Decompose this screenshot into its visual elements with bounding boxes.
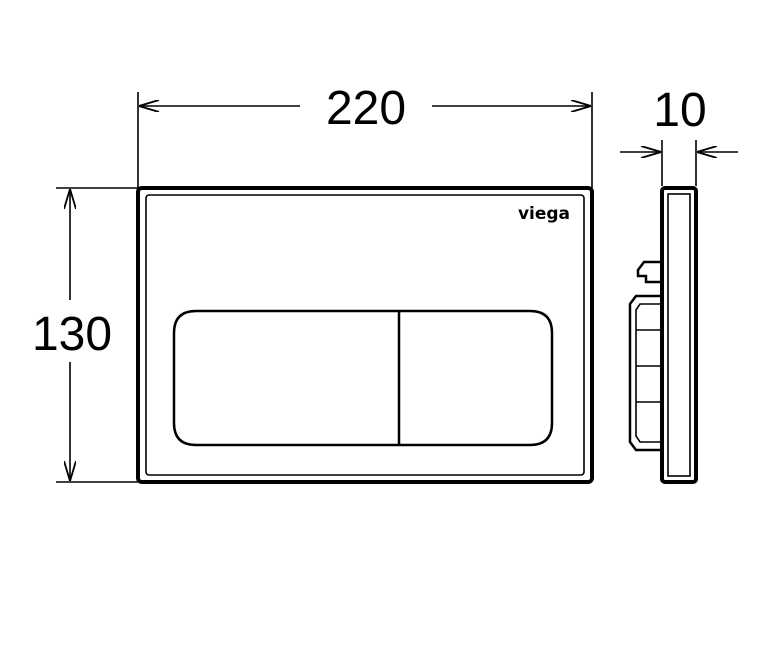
side-plate-outline — [660, 186, 698, 484]
width-label: 220 — [326, 82, 406, 135]
side-mounting-bracket — [628, 294, 662, 452]
plate-inner-outline — [145, 194, 585, 476]
plate-outer-outline — [136, 186, 594, 484]
brand-logo: viega — [518, 204, 570, 224]
side-clip-top — [636, 260, 662, 284]
side-view — [628, 186, 698, 484]
height-label: 130 — [32, 308, 112, 361]
side-plate-inner-line — [667, 193, 691, 477]
depth-label: 10 — [653, 84, 706, 137]
side-mounting-bracket-inner — [635, 303, 662, 443]
width-dimension: 220 — [137, 82, 593, 188]
depth-dimension: 10 — [620, 84, 738, 186]
height-dimension: 130 — [32, 187, 138, 483]
flush-buttons-outline — [172, 309, 554, 447]
front-view: viega — [136, 186, 594, 484]
